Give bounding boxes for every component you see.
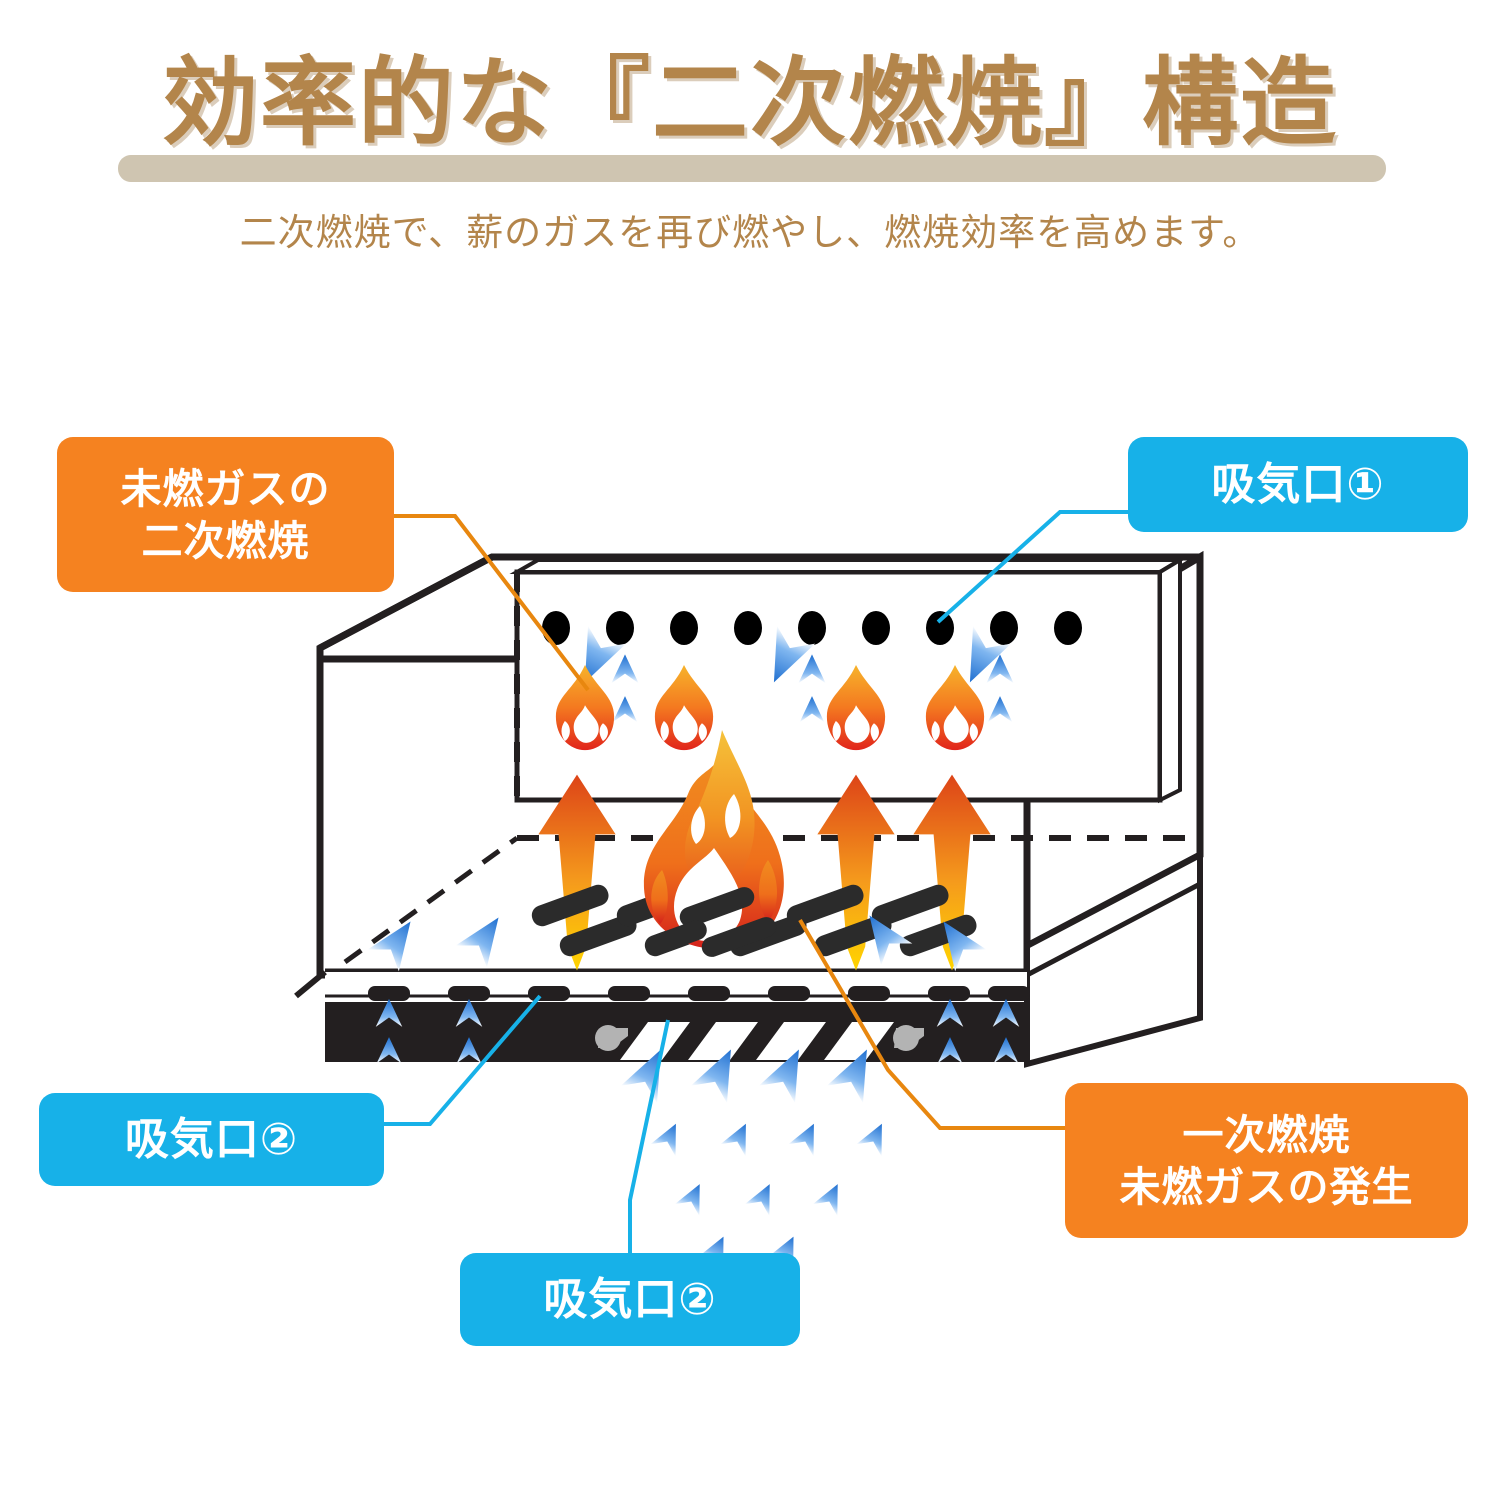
leader-primary-combustion bbox=[798, 918, 1065, 1130]
callout-secondary-combustion-line1: 未燃ガスの bbox=[120, 465, 331, 512]
callout-intake-2a-line1: 吸気口② bbox=[124, 1114, 299, 1164]
callout-intake-1-line1: 吸気口① bbox=[1211, 459, 1385, 509]
callout-primary-combustion-line2: 未燃ガスの発生 bbox=[1119, 1163, 1414, 1210]
fire-grate-slots-overlay bbox=[649, 887, 777, 957]
secondary-air-plate bbox=[514, 569, 1163, 803]
callout-secondary-combustion-line2: 二次燃焼 bbox=[141, 517, 310, 564]
header: 効率的な『二次燃焼』構造 二次燃焼で、薪のガスを再び燃やし、燃焼効率を高めます。 bbox=[0, 0, 1500, 253]
secondary-air-holes bbox=[542, 611, 1082, 645]
callout-intake-2b[interactable]: 吸気口② bbox=[460, 1253, 800, 1346]
leader-lines bbox=[384, 510, 1128, 1253]
secondary-air-plate-lip bbox=[509, 558, 1188, 574]
apron-vent-slots bbox=[368, 986, 1030, 1001]
page-subtitle: 二次燃焼で、薪のガスを再び燃やし、燃焼効率を高めます。 bbox=[239, 212, 1261, 253]
leader-intake-1 bbox=[936, 510, 1128, 624]
title-wrap: 効率的な『二次燃焼』構造 bbox=[0, 0, 1500, 182]
page-title: 効率的な『二次燃焼』構造 bbox=[162, 50, 1338, 157]
leader-intake-2a bbox=[384, 994, 542, 1126]
callout-secondary-combustion[interactable]: 未燃ガスの 二次燃焼 bbox=[57, 437, 394, 592]
front-apron bbox=[325, 972, 1027, 996]
base-knobs bbox=[595, 1025, 924, 1051]
callout-intake-2a[interactable]: 吸気口② bbox=[39, 1093, 384, 1186]
hidden-edge-floor-diagonal bbox=[343, 835, 519, 965]
callout-intake-1[interactable]: 吸気口① bbox=[1128, 437, 1468, 532]
title-underline-bar bbox=[118, 155, 1386, 182]
base-louver-vents bbox=[620, 1022, 894, 1060]
callout-primary-combustion[interactable]: 一次燃焼 未燃ガスの発生 bbox=[1065, 1083, 1468, 1238]
primary-combustion-fire bbox=[643, 730, 784, 949]
callout-primary-combustion-line1: 一次燃焼 bbox=[1182, 1111, 1351, 1158]
callout-intake-2b-line1: 吸気口② bbox=[543, 1274, 717, 1324]
leader-secondary-combustion bbox=[394, 514, 590, 692]
secondary-air-plate-side bbox=[1158, 556, 1182, 804]
leader-intake-2b bbox=[628, 1019, 670, 1253]
base-intake-air-stream bbox=[621, 1040, 895, 1268]
